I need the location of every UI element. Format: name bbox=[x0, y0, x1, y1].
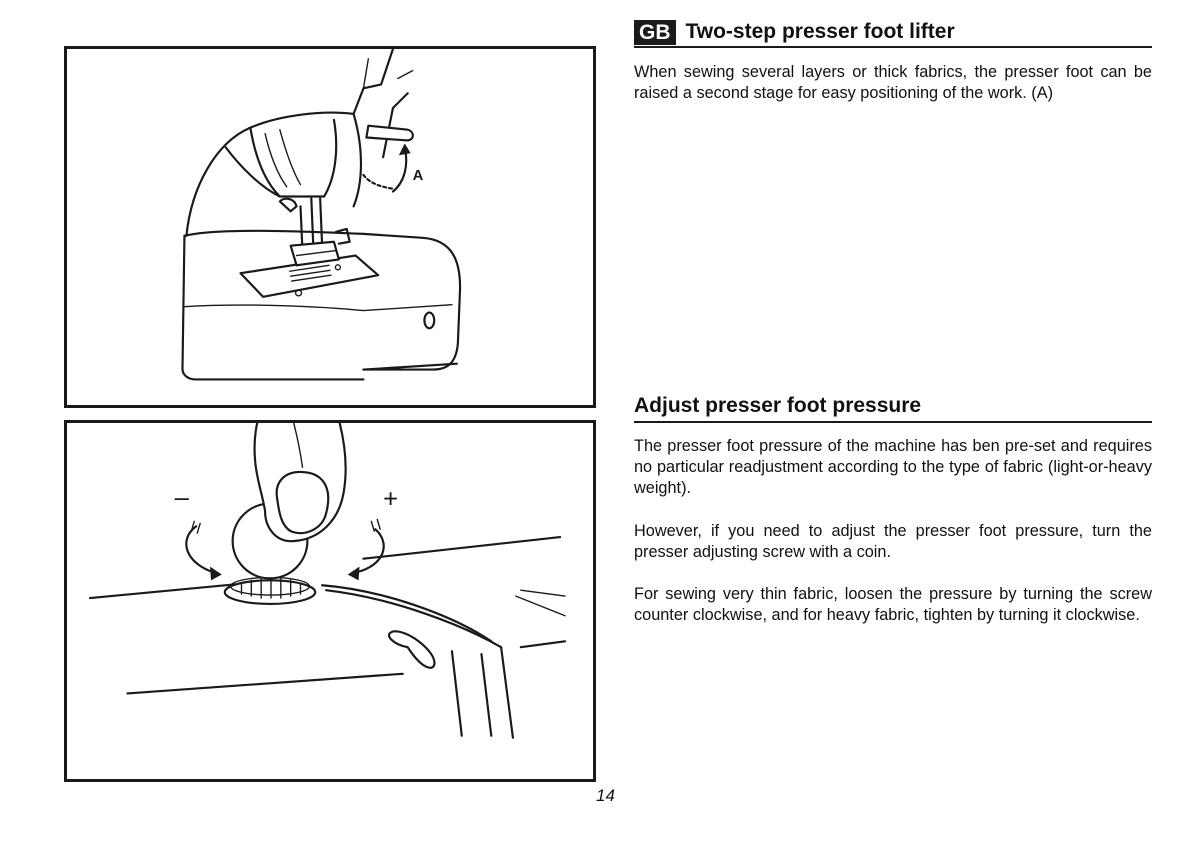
counter-clockwise-arrow bbox=[185, 525, 216, 574]
lifter-description: When sewing several layers or thick fabr… bbox=[634, 63, 1152, 102]
pressure-paragraph-3: For sewing very thin fabric, loosen the … bbox=[634, 585, 1152, 624]
presser-foot-lifter-lever bbox=[365, 124, 414, 142]
pressure-paragraph-1: The presser foot pressure of the machine… bbox=[634, 437, 1152, 497]
finger bbox=[253, 423, 347, 543]
language-badge: GB bbox=[634, 20, 676, 45]
needle-plate-screw bbox=[294, 289, 303, 297]
page-number: 14 bbox=[596, 786, 615, 805]
pressure-dial-illustration: – + bbox=[64, 420, 596, 782]
section-title: Adjust presser foot pressure bbox=[634, 394, 922, 417]
pressure-dial-drawing: – + bbox=[88, 423, 567, 739]
presser-foot-lifter-illustration: A bbox=[64, 46, 596, 408]
section-header-presser-foot-lifter: GB Two-step presser foot lifter bbox=[634, 18, 1152, 48]
dial-base-ring bbox=[223, 579, 317, 606]
section-header-presser-pressure: Adjust presser foot pressure bbox=[634, 393, 1152, 423]
callout-a: A bbox=[413, 168, 424, 184]
thread-guide-slot bbox=[387, 630, 436, 669]
front-button bbox=[423, 311, 436, 330]
section-title: Two-step presser foot lifter bbox=[685, 20, 955, 43]
minus-label: – bbox=[175, 484, 190, 512]
sewing-machine-head-drawing: A bbox=[181, 49, 462, 381]
clockwise-arrow bbox=[354, 528, 385, 574]
pressure-paragraph-2: However, if you need to adjust the press… bbox=[634, 522, 1152, 561]
plus-label: + bbox=[383, 486, 398, 514]
